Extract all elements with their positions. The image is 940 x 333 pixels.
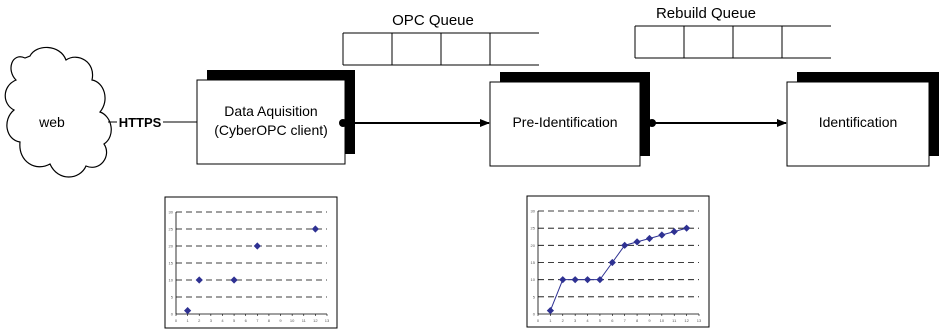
x-tick-label: 0 (175, 318, 178, 323)
box-body (489, 81, 641, 167)
data-point (546, 306, 554, 315)
data-point (645, 234, 654, 243)
y-tick-label: 30 (169, 210, 174, 215)
data-point (683, 224, 691, 232)
box-label-line-1: Identification (819, 114, 898, 130)
y-tick-label: 25 (169, 227, 174, 232)
x-tick-label: 7 (624, 318, 627, 323)
data-point (583, 276, 592, 284)
data-point (195, 276, 203, 284)
arrow-preid-to-identification (648, 119, 787, 127)
y-tick-label: 5 (533, 294, 536, 299)
x-tick-label: 4 (586, 318, 589, 323)
x-tick-label: 10 (660, 318, 665, 323)
y-tick-label: 10 (531, 277, 536, 282)
x-tick-label: 13 (697, 318, 702, 323)
data-point (571, 276, 579, 284)
queue-slot (440, 32, 491, 66)
rebuild-queue: Rebuild Queue (634, 5, 831, 59)
identification-box: Identification (786, 72, 939, 167)
x-tick-label: 9 (279, 318, 282, 323)
data-point (311, 225, 319, 233)
x-tick-label: 1 (549, 318, 552, 323)
data-point (633, 238, 641, 246)
box-label-line-1: Data Aquisition (224, 103, 317, 119)
data-point (608, 258, 616, 267)
rebuild-queue-slots (634, 25, 831, 59)
x-tick-label: 9 (648, 318, 651, 323)
cloud-shape (4, 46, 112, 178)
chart-frame (526, 195, 710, 328)
queue-slot (683, 25, 734, 59)
x-tick-label: 3 (210, 318, 213, 323)
box-label-line-1: Pre-Identification (512, 114, 617, 130)
queue-slot (342, 32, 393, 66)
arrow-acquisition-to-preid (339, 119, 490, 127)
x-tick-label: 5 (233, 318, 236, 323)
x-tick-label: 5 (599, 318, 602, 323)
https-link: HTTPS (108, 115, 197, 130)
x-tick-label: 11 (672, 318, 677, 323)
opc-queue-label: OPC Queue (392, 12, 474, 29)
y-tick-label: 15 (169, 261, 174, 266)
chart-frame (164, 196, 338, 329)
y-tick-label: 25 (531, 226, 536, 231)
x-tick-label: 8 (636, 318, 639, 323)
queue-slot (634, 25, 685, 59)
data-point (621, 241, 629, 249)
x-tick-label: 0 (537, 318, 540, 323)
x-tick-label: 2 (562, 318, 565, 323)
rebuild-queue-label: Rebuild Queue (656, 5, 756, 22)
y-tick-label: 0 (533, 312, 536, 317)
https-label: HTTPS (119, 115, 162, 130)
x-tick-label: 12 (684, 318, 689, 323)
x-tick-label: 3 (574, 318, 577, 323)
x-tick-label: 6 (245, 318, 248, 323)
y-tick-label: 15 (531, 260, 536, 265)
data-point (184, 307, 192, 315)
queue-slot (489, 32, 539, 66)
box-body (786, 81, 930, 167)
x-tick-label: 1 (186, 318, 189, 323)
queue-slot (781, 25, 831, 59)
queue-slot (732, 25, 783, 59)
x-tick-label: 10 (290, 318, 295, 323)
x-tick-label: 8 (268, 318, 271, 323)
x-tick-label: 13 (325, 318, 330, 323)
pre-identification-box: Pre-Identification (489, 72, 650, 167)
opc-queue-slots (342, 32, 539, 66)
x-tick-label: 11 (302, 318, 307, 323)
y-tick-label: 10 (169, 278, 174, 283)
y-tick-label: 20 (531, 243, 536, 248)
y-tick-label: 30 (531, 209, 536, 214)
y-tick-label: 20 (169, 244, 174, 249)
queue-slot (391, 32, 442, 66)
x-tick-label: 2 (198, 318, 201, 323)
data-acquisition-box: Data Aquisition (CyberOPC client) (196, 70, 355, 165)
opc-queue: OPC Queue (342, 12, 539, 66)
data-point (253, 242, 261, 250)
web-cloud: web (4, 46, 112, 178)
x-tick-label: 6 (611, 318, 614, 323)
data-point (596, 276, 604, 284)
x-tick-label: 4 (221, 318, 224, 323)
x-tick-label: 7 (256, 318, 259, 323)
data-point (670, 228, 678, 236)
y-tick-label: 5 (171, 295, 174, 300)
data-point (559, 276, 567, 284)
data-point (658, 231, 666, 239)
box-label-line-2: (CyberOPC client) (214, 122, 328, 138)
y-tick-label: 0 (171, 312, 174, 317)
box-body (196, 79, 346, 165)
cloud-label: web (38, 114, 65, 130)
x-tick-label: 12 (313, 318, 318, 323)
data-point (230, 276, 238, 284)
